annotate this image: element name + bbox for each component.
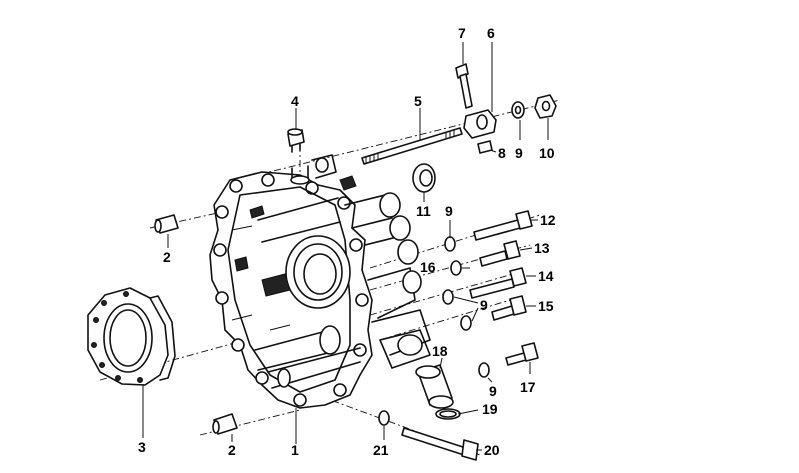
nut-top (534, 94, 557, 119)
stud-bolt (361, 127, 463, 165)
washer-9-mid (442, 289, 454, 305)
washer-16 (450, 260, 462, 276)
leader-lines (142, 42, 549, 451)
bolt-12 (473, 210, 533, 241)
callout-9-sleeve: 9 (489, 383, 497, 399)
callout-12: 12 (540, 212, 556, 228)
callout-8: 8 (498, 145, 506, 161)
callout-20: 20 (484, 442, 500, 458)
bolt-13 (479, 240, 521, 267)
callout-3: 3 (138, 439, 146, 455)
callout-7: 7 (458, 25, 466, 41)
callout-4: 4 (291, 93, 299, 109)
seal-cover (87, 287, 176, 386)
shaft-seal (412, 163, 436, 193)
callout-13: 13 (534, 240, 550, 256)
callout-16: 16 (420, 259, 436, 275)
callout-15: 15 (538, 298, 554, 314)
callout-labels: 7 6 4 5 8 9 10 11 9 12 13 16 14 9 15 18 … (138, 25, 556, 458)
hex-bolt-top (455, 63, 473, 109)
o-ring (435, 408, 461, 420)
nut-small (477, 140, 493, 154)
washer-top (511, 101, 525, 119)
dowel-pin-upper (154, 214, 179, 234)
callout-1: 1 (291, 442, 299, 458)
bolt-14 (469, 267, 527, 299)
sleeve (415, 364, 454, 409)
washer-9-sleeve (478, 362, 490, 378)
dowel-pin-lower (212, 413, 238, 435)
callout-14: 14 (538, 268, 554, 284)
washer-9-upper (444, 236, 456, 252)
callout-6: 6 (487, 25, 495, 41)
callout-21: 21 (373, 442, 389, 458)
callout-9-top: 9 (515, 145, 523, 161)
callout-9-mid: 9 (480, 297, 488, 313)
transmission-housing (209, 154, 431, 409)
washer-9-lower (460, 315, 472, 331)
bolt-20 (401, 427, 479, 461)
callout-19: 19 (482, 401, 498, 417)
shift-bracket (463, 109, 497, 139)
callout-2-upper: 2 (163, 249, 171, 265)
callout-5: 5 (414, 93, 422, 109)
screw-plug (287, 128, 305, 153)
breather-bolt (505, 342, 539, 366)
callout-17: 17 (520, 379, 536, 395)
callout-9-upper: 9 (445, 203, 453, 219)
bolt-15 (491, 295, 527, 321)
washer-21 (378, 410, 390, 426)
callout-2-lower: 2 (228, 442, 236, 458)
callout-18: 18 (432, 343, 448, 359)
callout-10: 10 (539, 145, 555, 161)
callout-11: 11 (416, 203, 431, 219)
